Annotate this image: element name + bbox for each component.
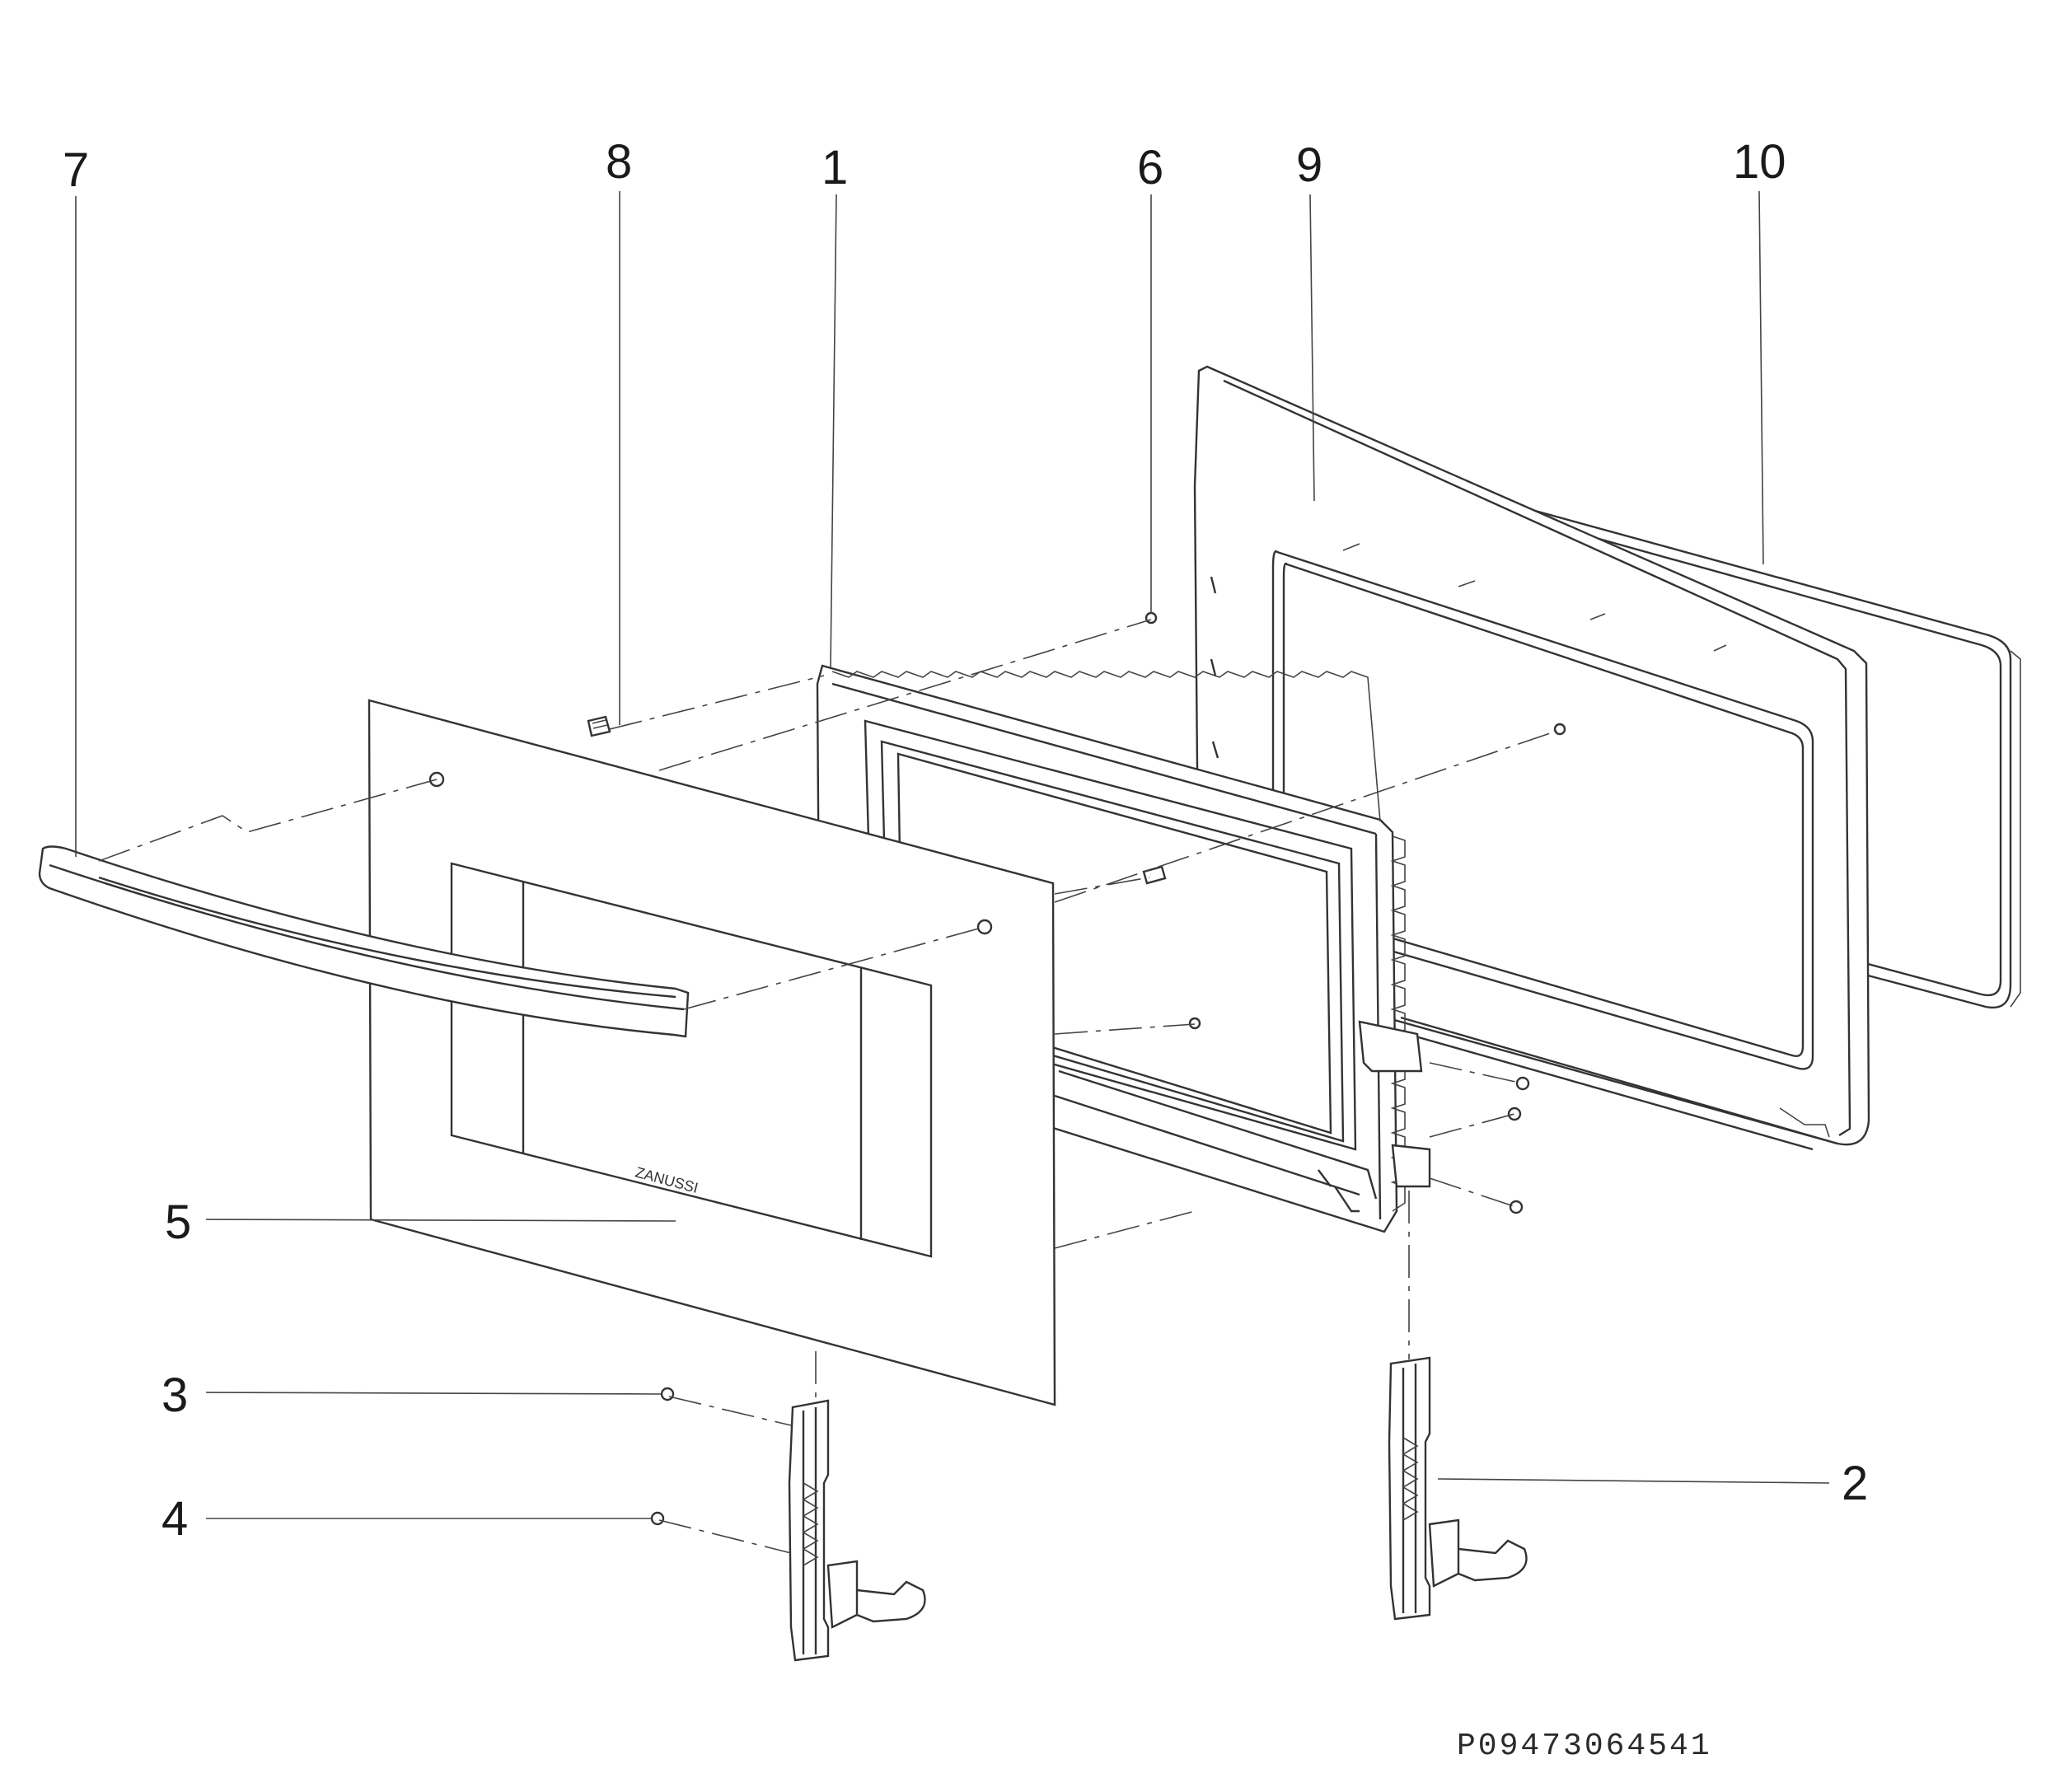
callout-5: 5 <box>165 1195 192 1249</box>
part-8-screw <box>587 715 611 737</box>
callout-1: 1 <box>822 141 849 194</box>
callout-7: 7 <box>63 143 90 197</box>
part-2-right-hinge <box>1388 1356 1528 1621</box>
callout-8: 8 <box>606 135 633 189</box>
callout-4: 4 <box>161 1492 189 1546</box>
callout-3: 3 <box>161 1369 189 1422</box>
leader-10 <box>1758 190 1764 565</box>
leader-3 <box>205 1392 662 1395</box>
callout-2: 2 <box>1842 1457 1869 1510</box>
callout-10: 10 <box>1733 135 1786 189</box>
leader-lines <box>75 190 1830 1519</box>
leader-2 <box>1437 1478 1830 1484</box>
callout-6: 6 <box>1137 141 1164 194</box>
left-hinge <box>788 1399 926 1662</box>
part-code-label: P09473064541 <box>1457 1729 1712 1764</box>
part-7-handle <box>38 845 690 1038</box>
small-screws <box>1142 723 1566 1214</box>
leader-1 <box>830 194 837 668</box>
part-5-front-glass: ZANUSSI <box>367 699 1056 1406</box>
leader-5 <box>205 1219 676 1222</box>
part-4-nut <box>650 1511 665 1526</box>
part-6-screw <box>1145 611 1158 625</box>
callout-9: 9 <box>1296 138 1323 192</box>
assembly-lines <box>98 619 1558 1554</box>
leader-9 <box>1309 194 1315 502</box>
part-3-nut <box>660 1387 675 1401</box>
